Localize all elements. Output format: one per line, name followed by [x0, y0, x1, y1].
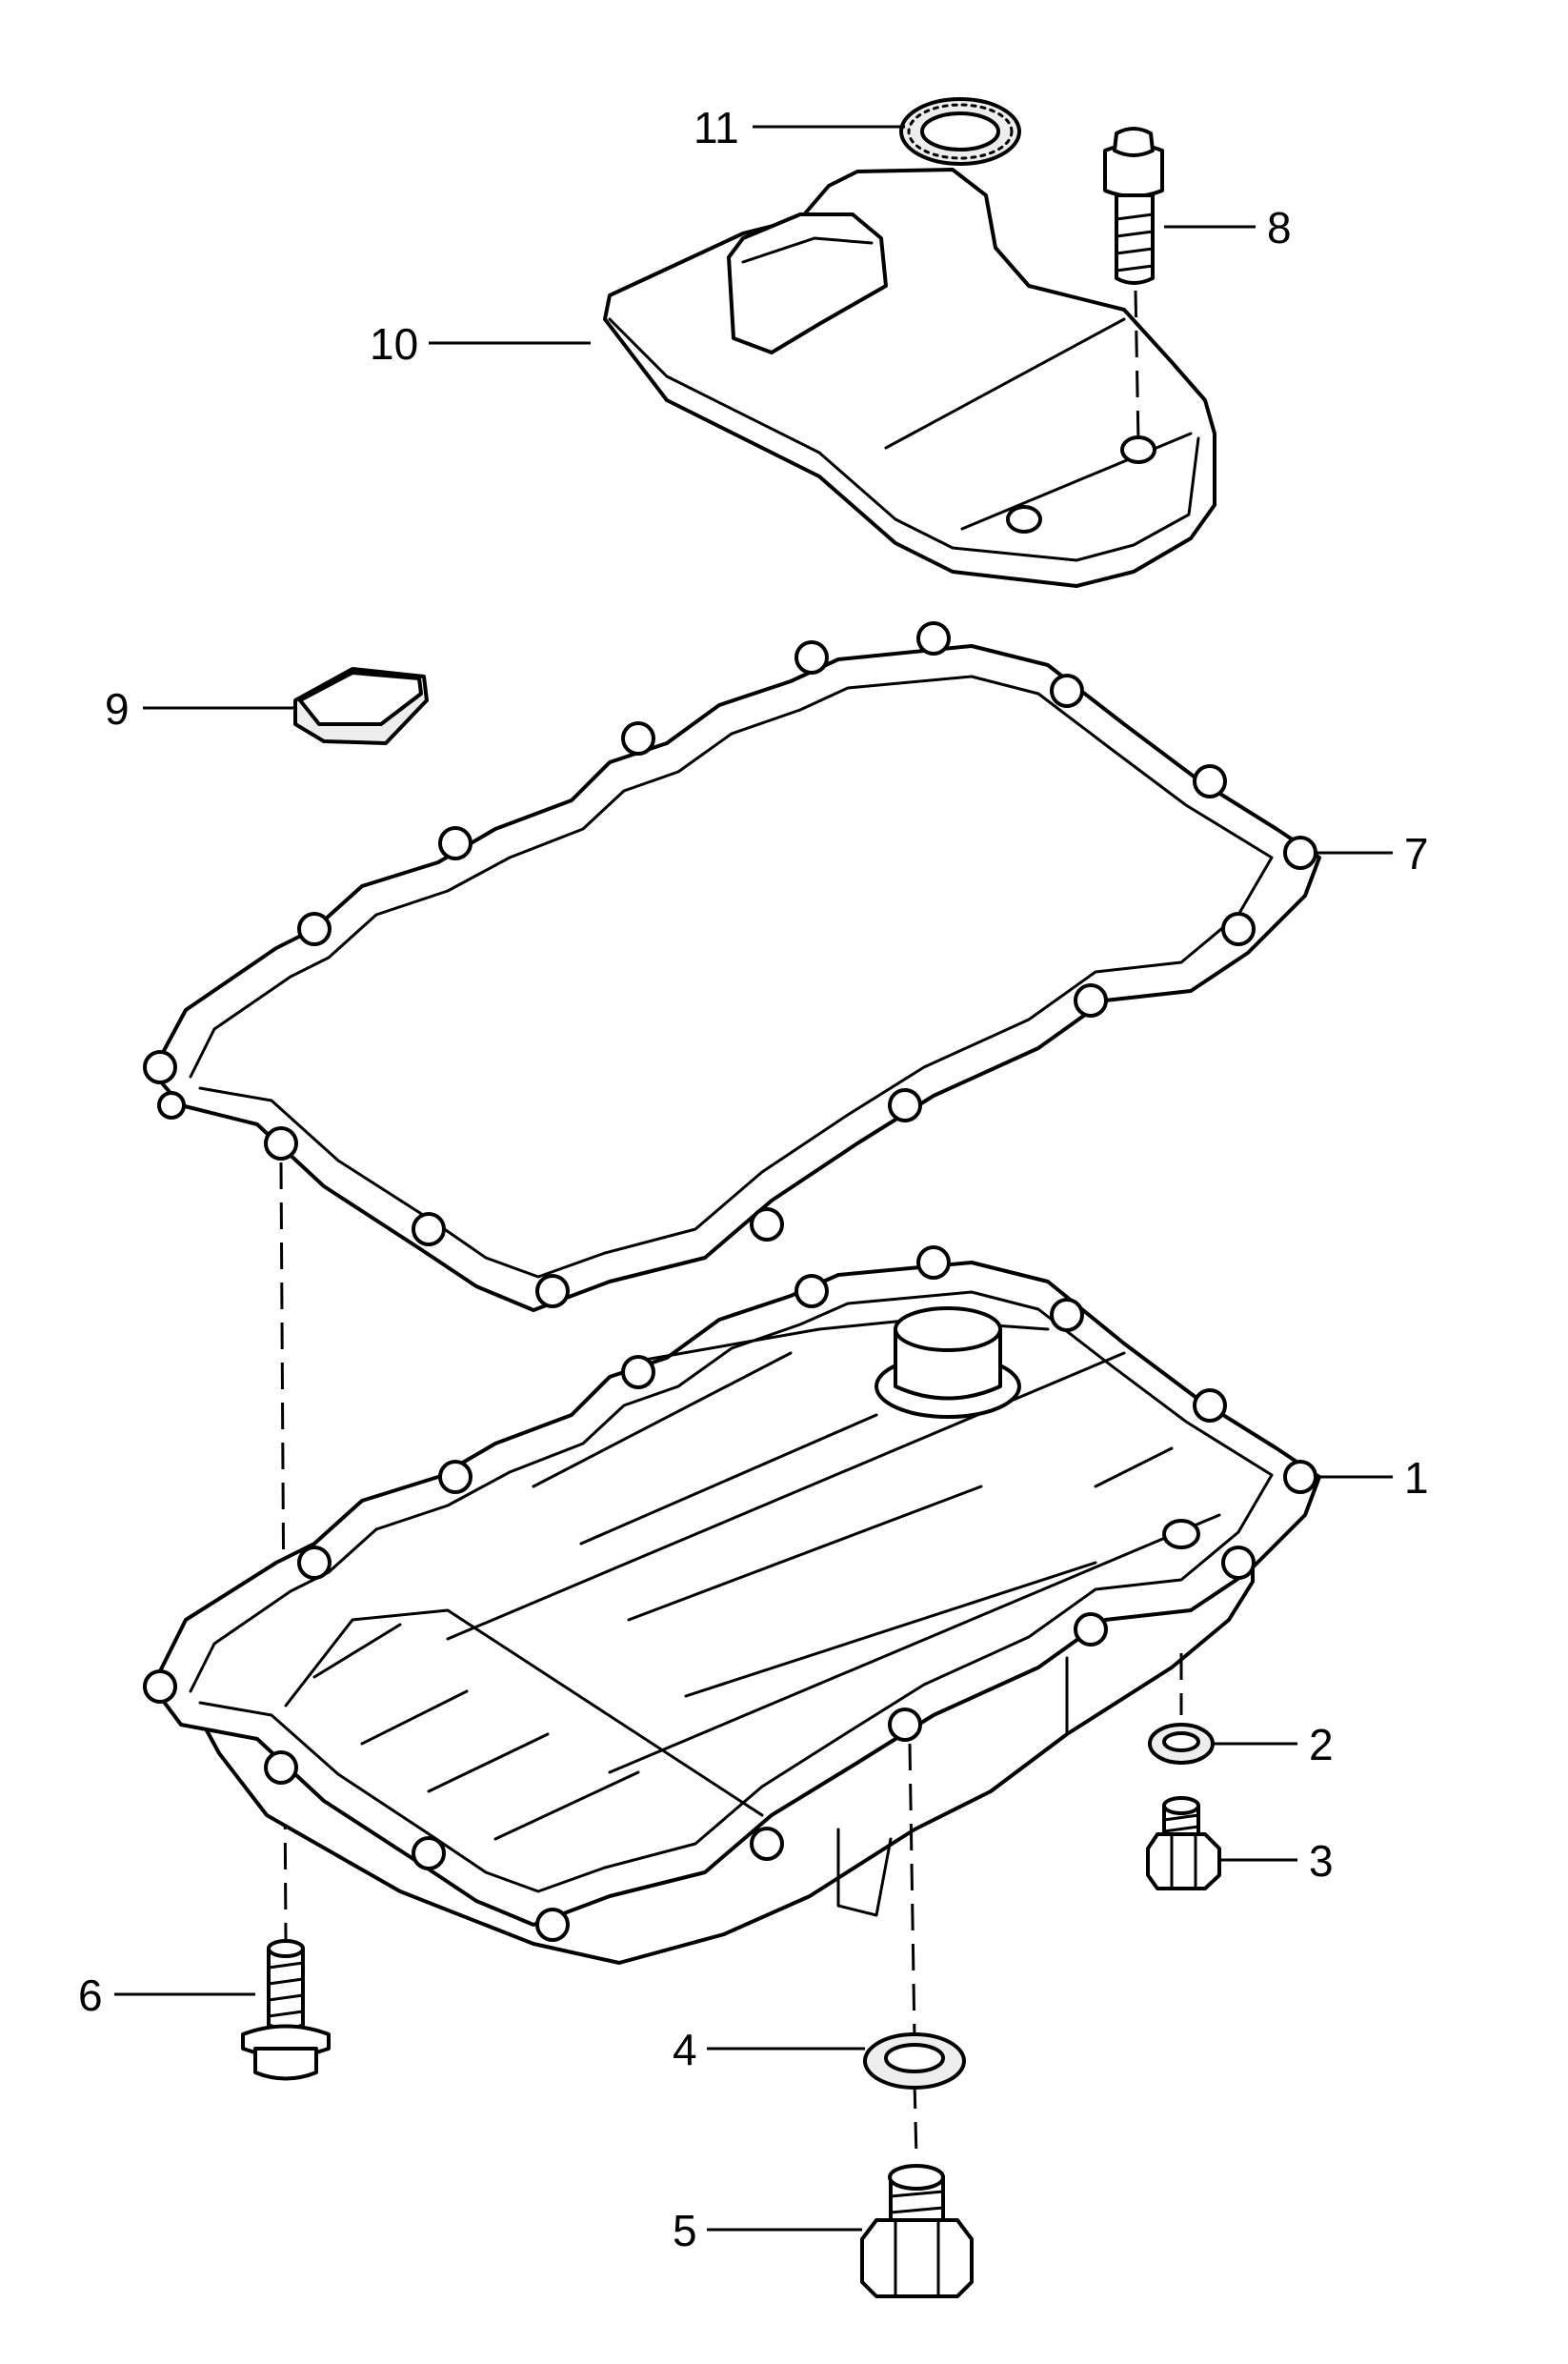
part-6-bolt — [241, 1939, 331, 2081]
callout-labels: 11 8 10 9 7 1 2 3 4 5 6 — [78, 103, 1429, 2255]
assembly-line-drain-lower — [913, 2081, 918, 2159]
callout-1: 1 — [1404, 1453, 1429, 1503]
callout-9: 9 — [105, 684, 130, 734]
part-5-drain-plug — [860, 2164, 974, 2298]
callout-3: 3 — [1309, 1836, 1334, 1886]
callout-2: 2 — [1309, 1720, 1334, 1769]
callout-11: 11 — [694, 103, 739, 152]
callout-leaders — [114, 125, 1393, 2232]
callout-4: 4 — [673, 2025, 697, 2074]
pan-bolt-holes — [143, 1245, 1317, 1942]
callout-6: 6 — [78, 1970, 103, 2020]
part-11-seal-ring — [899, 97, 1021, 166]
callout-10: 10 — [370, 319, 418, 369]
part-7-gasket — [143, 621, 1321, 1312]
callout-7: 7 — [1404, 829, 1429, 879]
part-10-oil-filter — [603, 168, 1216, 588]
callout-5: 5 — [673, 2206, 697, 2255]
part-1-oil-pan — [143, 1245, 1321, 1965]
part-3-plug — [1146, 1796, 1221, 1890]
gasket-bolt-holes — [143, 621, 1317, 1308]
part-2-seal-ring — [1148, 1723, 1215, 1765]
callout-8: 8 — [1267, 203, 1292, 253]
assembly-line-drain — [908, 1743, 916, 2040]
assembly-line-bolt-8 — [1134, 290, 1140, 444]
part-9-pad — [293, 667, 429, 745]
part-4-washer — [863, 2032, 966, 2090]
part-8-bolt — [1103, 127, 1164, 285]
